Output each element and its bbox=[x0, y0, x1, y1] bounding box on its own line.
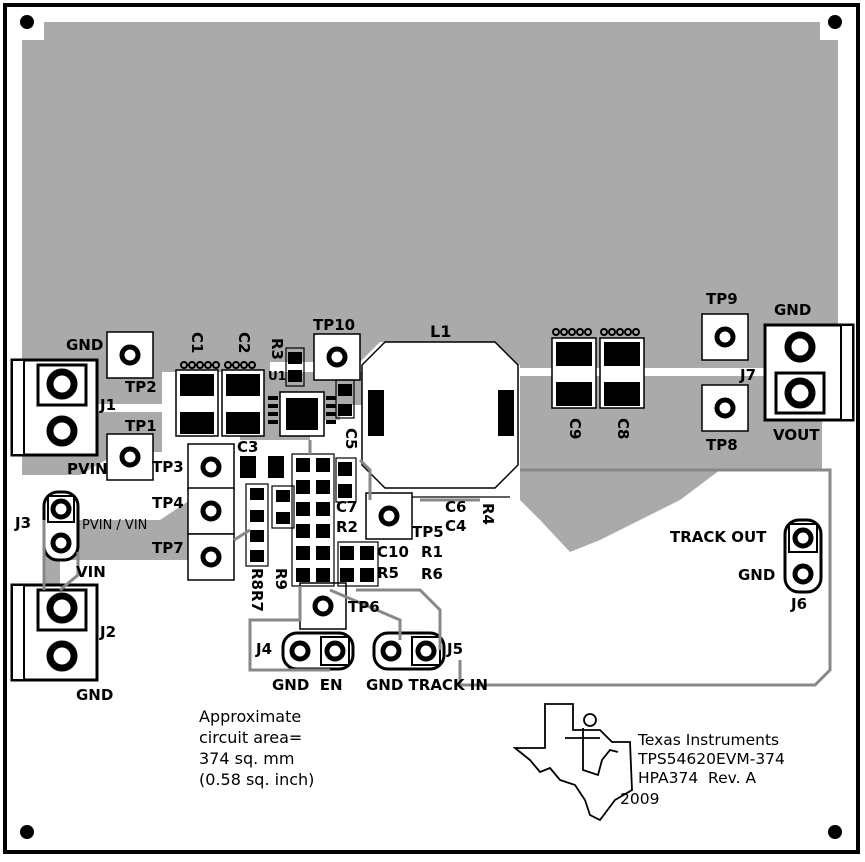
label-c3: C3 bbox=[237, 438, 259, 456]
label-c8: C8 bbox=[614, 418, 632, 440]
test-point-tp9 bbox=[701, 313, 749, 361]
label-j3: J3 bbox=[15, 514, 32, 532]
passive-outlines bbox=[245, 347, 379, 587]
signal-traces bbox=[42, 440, 832, 687]
test-point-tp6 bbox=[299, 582, 347, 630]
test-point-tp2 bbox=[106, 331, 154, 379]
test-point-tp10 bbox=[313, 333, 361, 381]
title-part: TPS54620EVM-374 bbox=[638, 750, 785, 768]
label-tp4: TP4 bbox=[152, 494, 184, 512]
label-r6: R6 bbox=[421, 565, 443, 583]
title-year: 2009 bbox=[620, 790, 660, 808]
label-r9: R9 bbox=[272, 568, 290, 590]
inductor-l1 bbox=[361, 341, 519, 489]
label-vin: VIN bbox=[76, 563, 106, 581]
label-r8r7: R8R7 bbox=[248, 568, 266, 612]
ti-logo bbox=[512, 703, 633, 822]
label-gnd-en: GND EN bbox=[272, 676, 343, 694]
label-gnd-right: GND bbox=[774, 301, 812, 319]
mounting-hole bbox=[20, 825, 34, 839]
label-c5: C5 bbox=[342, 428, 360, 450]
area-note-line: (0.58 sq. inch) bbox=[199, 770, 315, 789]
label-tp3: TP3 bbox=[152, 458, 184, 476]
label-tp5: TP5 bbox=[412, 523, 444, 541]
label-j4: J4 bbox=[256, 640, 273, 658]
capacitor-c9-c8 bbox=[551, 328, 645, 409]
capacitor-c1-c2 bbox=[175, 361, 265, 437]
mounting-hole bbox=[20, 15, 34, 29]
label-r5: R5 bbox=[377, 564, 399, 582]
label-j2: J2 bbox=[100, 623, 117, 641]
label-tp6: TP6 bbox=[348, 598, 380, 616]
label-c6: C6 bbox=[445, 498, 467, 516]
label-gnd-track-in: GND TRACK IN bbox=[366, 676, 488, 694]
label-l1: L1 bbox=[430, 322, 452, 341]
area-note-line: Approximate bbox=[199, 707, 302, 726]
label-r2: R2 bbox=[336, 518, 358, 536]
copper-vin bbox=[44, 500, 230, 620]
label-track-out: TRACK OUT bbox=[670, 528, 767, 546]
label-r1: R1 bbox=[421, 543, 443, 561]
label-c9: C9 bbox=[566, 418, 584, 440]
test-point-tp1 bbox=[106, 433, 154, 481]
label-r3: R3 bbox=[268, 338, 286, 360]
regulator-u1 bbox=[268, 391, 336, 437]
header-j3 bbox=[42, 490, 80, 562]
label-j6: J6 bbox=[791, 595, 808, 613]
label-tp10: TP10 bbox=[313, 316, 356, 334]
label-vout: VOUT bbox=[773, 426, 820, 444]
test-point-tp5 bbox=[365, 492, 413, 540]
test-point-tp4 bbox=[187, 487, 235, 535]
test-point-tp8 bbox=[701, 384, 749, 432]
label-tp1: TP1 bbox=[125, 417, 157, 435]
label-tp7: TP7 bbox=[152, 539, 184, 557]
copper-pour bbox=[22, 22, 838, 372]
header-j5 bbox=[372, 631, 446, 671]
mounting-hole bbox=[828, 15, 842, 29]
connector-j7 bbox=[763, 323, 855, 422]
label-j5: J5 bbox=[447, 640, 464, 658]
mounting-hole bbox=[828, 825, 842, 839]
label-tp8: TP8 bbox=[706, 436, 738, 454]
area-note-line: circuit area= bbox=[199, 728, 303, 747]
label-r4: R4 bbox=[479, 503, 497, 525]
title-company: Texas Instruments bbox=[638, 731, 780, 749]
label-c10: C10 bbox=[377, 543, 409, 561]
area-note: Approximate circuit area= 374 sq. mm (0.… bbox=[199, 706, 314, 790]
label-tp2: TP2 bbox=[125, 378, 157, 396]
label-c2: C2 bbox=[235, 332, 253, 354]
area-note-line: 374 sq. mm bbox=[199, 749, 295, 768]
label-c4: C4 bbox=[445, 517, 467, 535]
label-j7: J7 bbox=[740, 366, 757, 384]
label-j1: J1 bbox=[100, 396, 117, 414]
connector-j2 bbox=[10, 583, 99, 682]
title-assembly: HPA374 Rev. A bbox=[638, 769, 757, 787]
label-pvin-vin: PVIN / VIN bbox=[82, 518, 148, 533]
passive-components bbox=[240, 352, 374, 582]
header-j4 bbox=[281, 631, 355, 671]
label-gnd-bottom: GND bbox=[76, 686, 114, 704]
label-c7: C7 bbox=[336, 498, 358, 516]
label-gnd-j6: GND bbox=[738, 566, 776, 584]
label-pvin: PVIN bbox=[67, 460, 108, 478]
header-j6 bbox=[783, 518, 823, 594]
connector-j1 bbox=[10, 358, 99, 457]
label-gnd-left: GND bbox=[66, 336, 104, 354]
label-tp9: TP9 bbox=[706, 290, 738, 308]
vout-trace bbox=[495, 368, 835, 376]
label-c1: C1 bbox=[188, 332, 206, 354]
label-u1: U1 bbox=[268, 369, 287, 383]
copper-pour-output bbox=[520, 372, 838, 552]
test-point-tp7 bbox=[187, 533, 235, 581]
test-point-tp3 bbox=[187, 443, 235, 491]
